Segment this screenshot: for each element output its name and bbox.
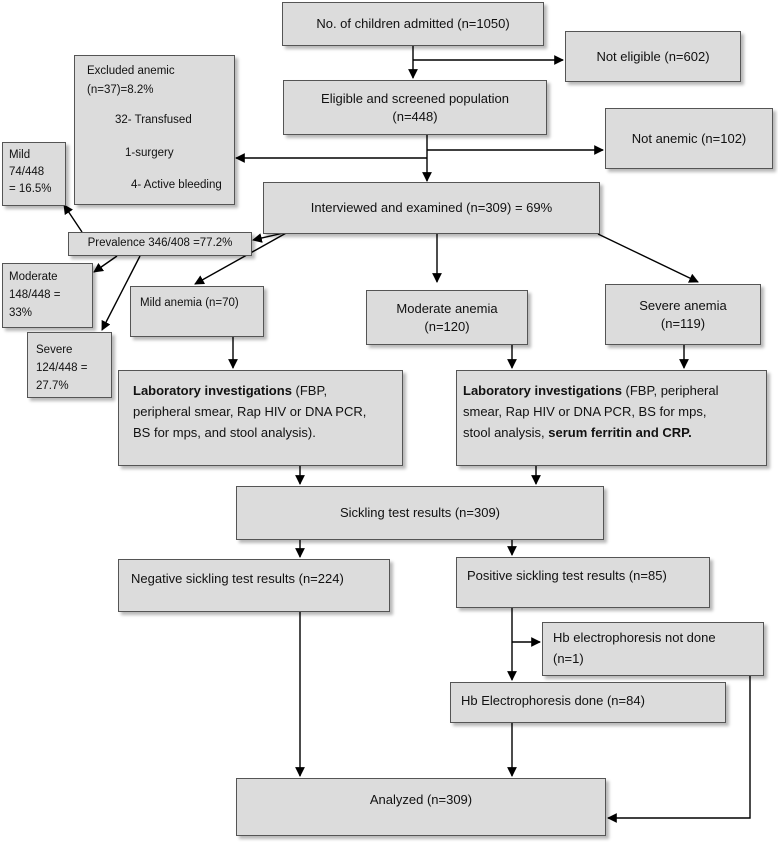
not-done-line2: (n=1)	[553, 651, 584, 666]
severe-anemia-box: Severe anemia (n=119)	[605, 284, 761, 345]
lab-right-line3-plain: stool analysis,	[463, 424, 549, 440]
severe-side-line1: Severe	[36, 344, 73, 356]
analyzed-box: Analyzed (n=309)	[236, 778, 606, 836]
sickling-label: Sickling test results (n=309)	[339, 505, 501, 521]
mild-side-box: Mild 74/448 = 16.5%	[2, 142, 66, 206]
lab-left-line3: BS for mps, and stool analysis).	[133, 424, 316, 440]
arrow-severe	[597, 233, 699, 283]
done-label: Hb Electrophoresis done (n=84)	[461, 693, 645, 708]
lab-right-rest1: (FBP, peripheral	[621, 383, 719, 398]
moderate-side-line1: Moderate	[9, 271, 58, 283]
not-done-line1: Hb electrophoresis not done	[553, 630, 716, 645]
excluded-bleeding: 4- Active bleeding	[131, 179, 222, 191]
lab-right-line3: stool analysis, serum ferritin and CRP.	[463, 423, 766, 444]
arrow-moderate-side	[93, 255, 118, 273]
admitted-box: No. of children admitted (n=1050)	[282, 2, 544, 46]
lab-left-bold: Laboratory investigations	[133, 383, 292, 398]
not-anemic-label: Not anemic (n=102)	[631, 130, 747, 146]
moderate-anemia-line1: Moderate anemia	[396, 300, 498, 316]
lab-right-line2: smear, Rap HIV or DNA PCR, BS for mps,	[463, 403, 707, 419]
lab-left-box: Laboratory investigations (FBP, peripher…	[118, 370, 403, 466]
mild-anemia-box: Mild anemia (n=70)	[130, 286, 264, 337]
lab-left-line2: peripheral smear, Rap HIV or DNA PCR,	[133, 403, 367, 419]
positive-box: Positive sickling test results (n=85)	[456, 557, 710, 608]
severe-anemia-line2: (n=119)	[660, 315, 706, 331]
prevalence-label: Prevalence 346/408 =77.2%	[87, 237, 233, 250]
eligible-line1: Eligible and screened population	[321, 90, 509, 106]
severe-anemia-line1: Severe anemia	[639, 297, 727, 313]
arrow-severe-side	[101, 255, 141, 331]
negative-label: Negative sickling test results (n=224)	[131, 571, 344, 586]
moderate-side-box: Moderate 148/448 = 33%	[2, 263, 93, 328]
lab-right-line3-bold: serum ferritin and CRP.	[548, 424, 692, 440]
excluded-line1: Excluded anemic	[87, 65, 175, 77]
not-eligible-label: Not eligible (n=602)	[596, 48, 710, 64]
moderate-side-line3: 33%	[9, 307, 33, 319]
eligible-line2: (n=448)	[392, 108, 438, 124]
severe-side-box: Severe 124/448 = 27.7%	[27, 332, 112, 398]
excluded-surgery: 1-surgery	[125, 147, 174, 159]
sickling-box: Sickling test results (n=309)	[236, 486, 604, 540]
moderate-anemia-line2: (n=120)	[424, 318, 470, 334]
severe-side-line2: 124/448 =	[36, 362, 88, 374]
lab-left-rest1: (FBP,	[291, 383, 328, 398]
not-eligible-box: Not eligible (n=602)	[565, 31, 741, 82]
analyzed-label: Analyzed (n=309)	[369, 792, 473, 808]
not-done-box: Hb electrophoresis not done (n=1)	[542, 622, 764, 676]
lab-right-line1: Laboratory investigations (FBP, peripher…	[463, 381, 766, 402]
done-box: Hb Electrophoresis done (n=84)	[450, 682, 726, 723]
lab-left-line1: Laboratory investigations (FBP,	[133, 381, 402, 402]
excluded-box: Excluded anemic (n=37)=8.2% 32- Transfus…	[74, 55, 235, 205]
severe-side-line3: 27.7%	[36, 380, 69, 392]
interviewed-label: Interviewed and examined (n=309) = 69%	[310, 200, 553, 216]
moderate-side-line2: 148/448 =	[9, 289, 61, 301]
moderate-anemia-box: Moderate anemia (n=120)	[366, 290, 528, 345]
not-anemic-box: Not anemic (n=102)	[605, 108, 773, 169]
mild-side-line2: 74/448	[9, 166, 45, 178]
arrow-notdone-analyzed	[607, 676, 751, 823]
prevalence-box: Prevalence 346/408 =77.2%	[68, 232, 252, 256]
lab-right-box: Laboratory investigations (FBP, peripher…	[456, 370, 767, 466]
excluded-transfused: 32- Transfused	[115, 114, 192, 126]
interviewed-box: Interviewed and examined (n=309) = 69%	[263, 182, 600, 234]
arrow-mild	[194, 231, 289, 285]
mild-side-line3: = 16.5%	[9, 183, 52, 195]
excluded-line2: (n=37)=8.2%	[87, 84, 154, 96]
arrow-mild-side	[63, 204, 83, 233]
mild-anemia-label: Mild anemia (n=70)	[140, 297, 239, 309]
lab-right-bold: Laboratory investigations	[463, 383, 622, 398]
eligible-box: Eligible and screened population (n=448)	[283, 80, 547, 135]
negative-box: Negative sickling test results (n=224)	[118, 559, 390, 612]
admitted-label: No. of children admitted (n=1050)	[316, 16, 510, 32]
positive-label: Positive sickling test results (n=85)	[467, 568, 667, 583]
mild-side-line1: Mild	[9, 149, 31, 161]
